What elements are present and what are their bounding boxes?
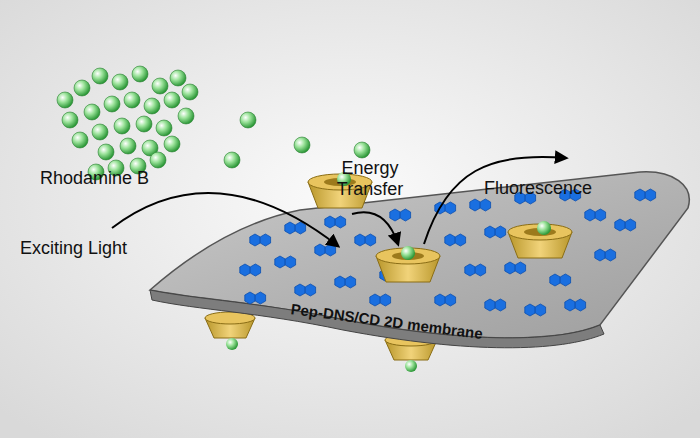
membrane-edge xyxy=(150,290,604,348)
excitation-arrow xyxy=(112,193,338,246)
energy-transfer-arrow xyxy=(352,212,398,244)
annotation-label: Energy Transfer xyxy=(322,158,418,199)
fluorescence-arrow xyxy=(424,157,566,244)
dansyl-groups xyxy=(240,189,656,316)
rhodamine-molecules xyxy=(57,66,370,180)
membrane-sheet xyxy=(150,172,689,338)
annotation-label: Rhodamine B xyxy=(40,168,149,189)
annotation-label: Exciting Light xyxy=(20,238,127,259)
annotation-label: Fluorescence xyxy=(484,178,592,199)
